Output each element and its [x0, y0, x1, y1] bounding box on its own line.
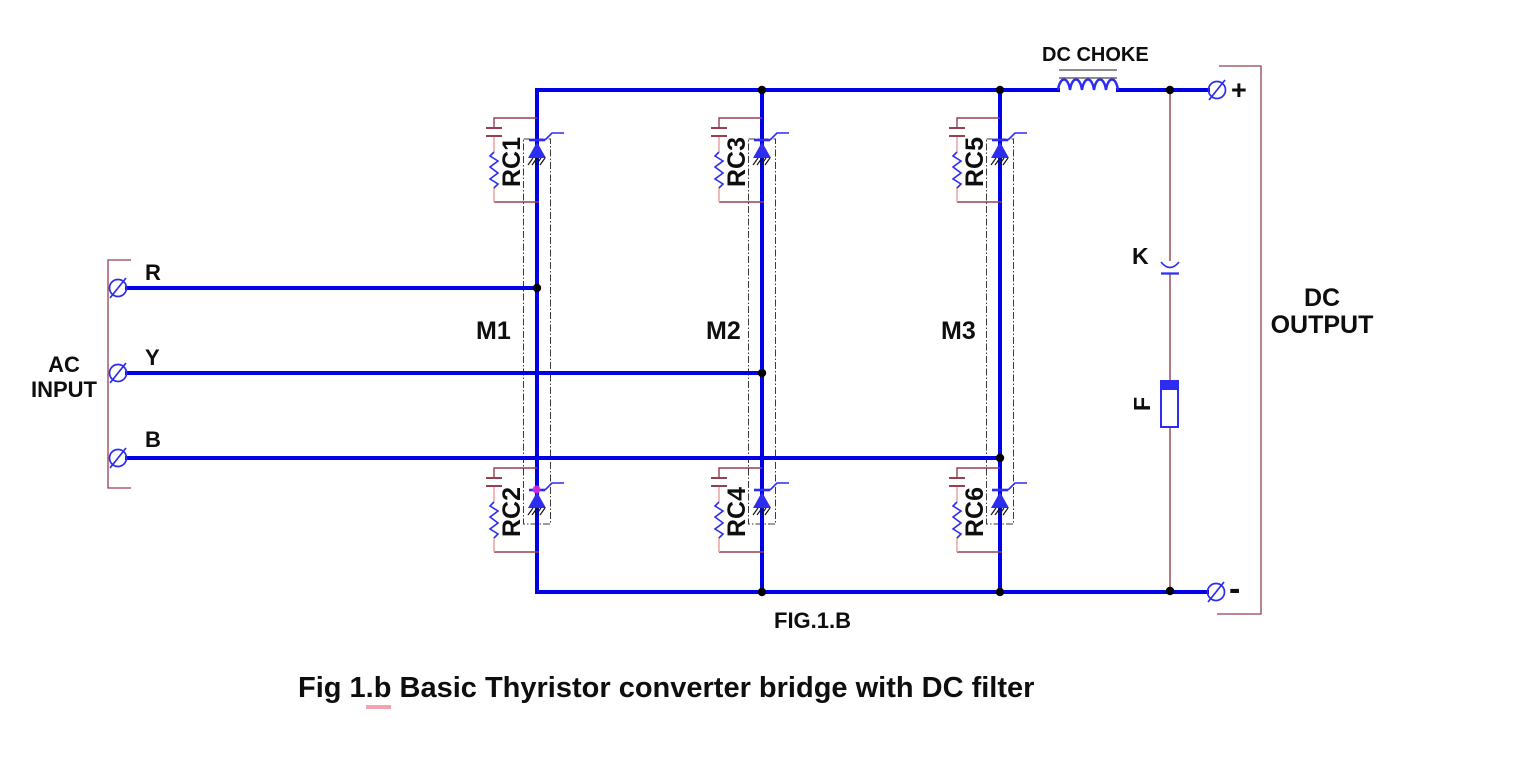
terminal-r-icon [108, 277, 128, 299]
capacitor-k-label: K [1132, 243, 1149, 269]
leg-m3-label: M3 [941, 317, 976, 345]
figure-caption: Fig 1.b Basic Thyristor converter bridge… [298, 672, 1035, 709]
dc-output-label: DC OUTPUT [1270, 284, 1374, 339]
caption-prefix: Fig 1 [298, 672, 366, 704]
phase-r-label: R [145, 260, 161, 285]
phase-y-label: Y [145, 345, 160, 370]
leg-m1-label: M1 [476, 317, 511, 345]
terminal-dc-minus-icon [1206, 581, 1226, 603]
power-wiring [125, 88, 1210, 594]
caption-misspelled-part: .b [365, 672, 392, 709]
dc-plus-label: + [1231, 75, 1247, 105]
phase-b-label: B [145, 427, 161, 452]
terminal-dc-plus-icon [1207, 79, 1227, 101]
dc-minus-label: - [1229, 570, 1241, 608]
node-marker-icon [532, 485, 541, 494]
snubber-rc3-label: RC3 [722, 137, 751, 188]
terminal-y-icon [108, 362, 128, 384]
ac-input-bracket [107, 259, 131, 489]
snubber-rc2-label: RC2 [497, 487, 526, 538]
device-outline-boxes [523, 138, 1014, 525]
snubber-rc5-label: RC5 [960, 137, 989, 188]
fuse-f-icon [1160, 380, 1179, 428]
dc-output-bracket [1217, 65, 1262, 615]
snubber-rc6-label: RC6 [960, 487, 989, 538]
caption-rest: Basic Thyristor converter bridge with DC… [391, 672, 1035, 704]
snubber-rc4-label: RC4 [722, 487, 751, 538]
dc-choke-icon [1056, 69, 1120, 91]
capacitor-k-icon [1160, 261, 1180, 275]
dc-filter-branch [1160, 90, 1180, 591]
ac-input-label: AC INPUT [31, 352, 97, 403]
fuse-f-label: F [1128, 396, 1155, 412]
snubber-rc1-label: RC1 [497, 137, 526, 188]
terminal-b-icon [108, 447, 128, 469]
dc-choke-label: DC CHOKE [1042, 44, 1149, 66]
junction-dots [532, 85, 1175, 597]
fig-tag-label: FIG.1.B [774, 608, 852, 633]
leg-m2-label: M2 [706, 317, 741, 345]
